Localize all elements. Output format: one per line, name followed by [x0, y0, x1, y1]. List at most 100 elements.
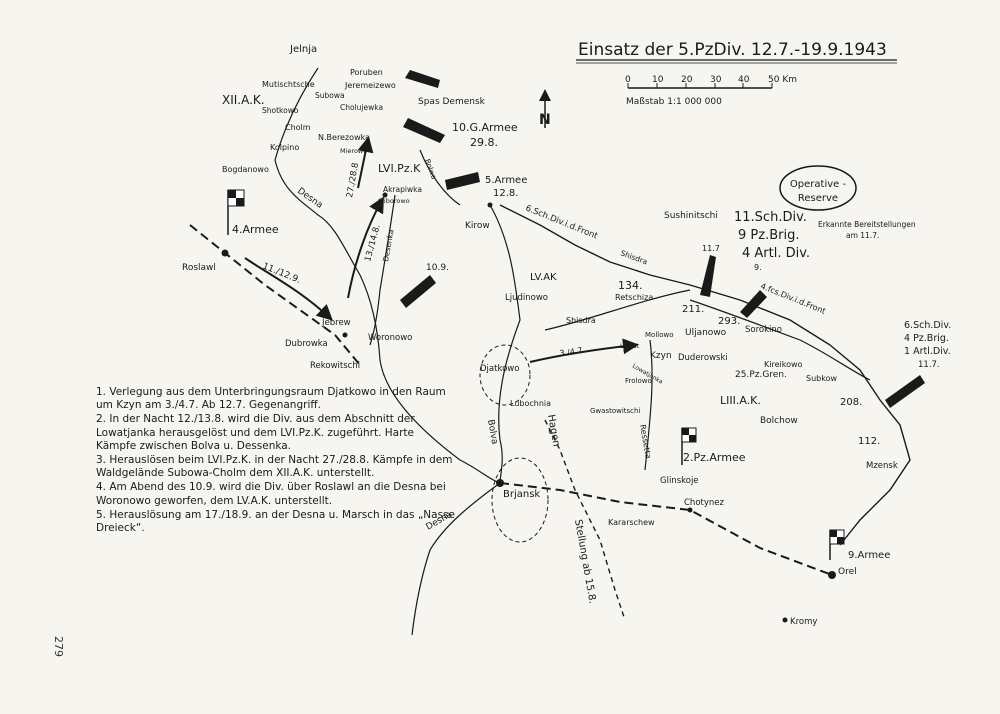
place-kromy: Kromy	[790, 617, 817, 627]
unit-liii-ak: LIII.A.K.	[720, 394, 761, 407]
place-subkow: Subkow	[806, 374, 837, 383]
place-kolpino: Kolpino	[270, 143, 299, 152]
place-shotkowo: Shotkowo	[262, 106, 299, 115]
place-spas-demensk: Spas Demensk	[418, 97, 486, 107]
rivers	[274, 67, 871, 636]
river-label-bolva-south: Bolva	[485, 419, 499, 445]
svg-text:N: N	[539, 112, 551, 128]
place-kirow: Kirow	[465, 221, 490, 231]
place-uljanowo: Uljanowo	[685, 328, 727, 338]
unit-erkannte-1: Erkannte Bereitstellungen	[818, 220, 916, 229]
reserve-ellipse	[779, 165, 857, 211]
unit-res-4: 4 Artl. Div.	[742, 246, 810, 261]
place-shisdra: Shisdra	[566, 316, 596, 325]
river-desna-lower	[411, 482, 501, 636]
note-3: 3. Herauslösen beim LVI.Pz.K. in der Nac…	[96, 454, 453, 480]
place-kireikowo: Kireikowo	[764, 360, 803, 369]
place-rekowitschi: Rekowitschi	[310, 361, 360, 371]
front-line	[499, 204, 911, 621]
note-4: 4. Am Abend des 10.9. wird die Div. über…	[96, 481, 446, 507]
unit-xii-ak: XII.A.K.	[222, 93, 265, 107]
note-5: 5. Herauslösung am 17./18.9. an der Desn…	[96, 508, 455, 535]
place-jelnja: Jelnja	[289, 44, 317, 55]
place-poruben: Poruben	[350, 68, 383, 77]
place-subowa: Subowa	[315, 91, 345, 100]
page-number: 279	[52, 636, 65, 657]
unit-res-9: 9 Pz.Brig.	[738, 228, 799, 243]
place-n-berezowka: N.Berezowka	[318, 133, 370, 142]
unit-reserve-1: Operative -	[790, 179, 847, 190]
place-roslawl: Roslawl	[182, 263, 216, 273]
town-dots	[221, 192, 836, 623]
unit-2-pz-armee: 2.Pz.Armee	[683, 451, 746, 464]
unit-lv-ak: LV.AK	[530, 272, 557, 283]
legend-notes: 1. Verlegung aus dem Unterbringungsraum …	[96, 386, 456, 536]
place-glinskoje: Glinskoje	[660, 476, 699, 486]
place-jebrew: Jebrew	[321, 318, 351, 328]
place-frolowo: Frolowo	[625, 377, 652, 385]
place-lubochnia: Lubochnia	[510, 399, 551, 408]
place-bolchow: Bolchow	[760, 416, 798, 426]
enemy-attack-arrows	[400, 70, 925, 408]
place-bogdanowo: Bogdanowo	[222, 165, 269, 174]
unit-211: 211.	[682, 304, 704, 315]
place-kzyn: Kzyn	[650, 351, 672, 361]
place-labels: Jelnja Mutischtsche Poruben Jeremeizewo …	[182, 44, 898, 627]
unit-a9-small: 9.	[754, 263, 762, 272]
scale-label: Maßstab 1:1 000 000	[626, 97, 722, 107]
scale-tick-10: 10	[652, 75, 664, 85]
place-akrapiwka: Akrapiwka	[383, 185, 422, 194]
move-3-4-7: 3./4.7	[559, 346, 583, 358]
river-label-desenka: Desenka	[381, 229, 396, 263]
place-retschiza: Retschiza	[615, 293, 653, 302]
scale-tick-50: 50 Km	[768, 75, 797, 85]
unit-134: 134.	[618, 279, 643, 292]
river-label-bolwa-north: Bolwa	[423, 158, 438, 181]
unit-9-armee: 9.Armee	[848, 550, 890, 561]
unit-east-4: 11.7.	[918, 360, 940, 370]
unit-date-117a: 11.7	[702, 244, 720, 253]
unit-4-fcs-div: 4.fcs.Div.i.d.Front	[759, 282, 827, 316]
unit-stellung: Stellung ab 15.8.	[572, 519, 598, 605]
place-kararschew: Kararschew	[608, 518, 655, 527]
river-label-shisdra: Shisdra	[619, 248, 648, 266]
place-mirowo: Mierowo	[340, 147, 367, 155]
place-lowat: Lowat	[620, 342, 640, 350]
unit-hagen: Hagen	[545, 414, 561, 448]
unit-5-armee: 5.Armee	[485, 175, 527, 186]
place-cholujewka: Cholujewka	[340, 103, 383, 112]
place-sorokino: Sorokino	[745, 325, 782, 335]
scale-tick-40: 40	[738, 75, 750, 85]
unit-10g-armee: 10.G.Armee	[452, 121, 518, 134]
river-shisdra	[544, 289, 691, 331]
move-13-14-8: 13./14.8.	[363, 223, 382, 262]
railways	[189, 224, 833, 576]
unit-east-1: 6.Sch.Div.	[904, 320, 951, 331]
place-duderowski: Duderowski	[678, 353, 728, 363]
place-brjansk: Brjansk	[503, 489, 540, 500]
move-10-9: 10.9.	[426, 263, 449, 273]
scale-tick-20: 20	[681, 75, 693, 85]
unit-10g-date: 29.8.	[470, 136, 498, 149]
place-gwastowitschi: Gwastowitschi	[590, 407, 640, 415]
place-sliborowo: Sliborowo	[378, 197, 410, 205]
note-2: 2. In der Nacht 12./13.8. wird die Div. …	[96, 413, 415, 452]
place-jeremeizewo: Jeremeizewo	[344, 81, 396, 90]
place-dubrowka: Dubrowka	[285, 339, 328, 349]
map-title: Einsatz der 5.PzDiv. 12.7.-19.9.1943	[578, 40, 887, 60]
movement-arrows	[244, 136, 639, 363]
place-ljudinowo: Ljudinowo	[505, 293, 548, 303]
scale-bar: 0 10 20 30 40 50 Km Maßstab 1:1 000 000	[625, 75, 797, 107]
unit-112: 112.	[858, 436, 880, 447]
unit-293: 293.	[718, 316, 740, 327]
place-mutischtsche: Mutischtsche	[262, 80, 315, 89]
river-desna-upper	[274, 67, 501, 484]
river-bolwa	[489, 204, 521, 484]
north-arrow-icon: N	[539, 89, 551, 128]
note-1: 1. Verlegung aus dem Unterbringungsraum …	[96, 386, 446, 412]
river-bolwa-north	[419, 149, 461, 206]
river-desenka	[369, 194, 396, 346]
army-flag-icon	[227, 189, 845, 560]
